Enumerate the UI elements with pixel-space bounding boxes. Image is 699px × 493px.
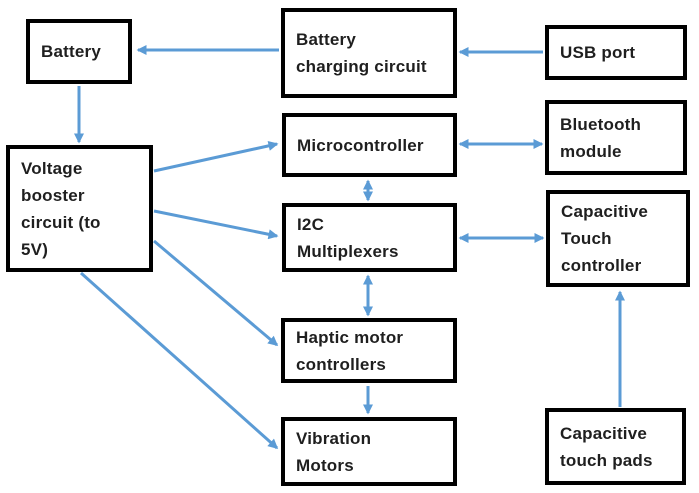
node-bluetooth-module: Bluetooth module: [545, 100, 687, 175]
node-haptic-motor-controllers: Haptic motor controllers: [281, 318, 457, 383]
node-battery-charging-circuit-label: Battery charging circuit: [296, 30, 427, 76]
arrow-booster-to-i2c: [153, 209, 279, 240]
node-capacitive-touch-controller: Capacitive Touch controller: [546, 190, 690, 287]
node-capacitive-touch-pads: Capacitive touch pads: [545, 408, 686, 485]
node-usb-port-label: USB port: [560, 43, 636, 62]
node-capacitive-touch-controller-label: Capacitive Touch controller: [561, 202, 649, 275]
node-vibration-motors-label: Vibration Motors: [296, 428, 372, 475]
node-voltage-booster-label: Voltage booster circuit (to 5V): [21, 158, 101, 259]
node-bluetooth-module-label: Bluetooth module: [560, 114, 642, 161]
node-i2c-multiplexers: I2C Multiplexers: [282, 203, 457, 272]
node-haptic-motor-controllers-label: Haptic motor controllers: [296, 327, 404, 374]
node-battery-charging-circuit: Battery charging circuit: [281, 8, 457, 98]
node-microcontroller: Microcontroller: [282, 113, 457, 177]
arrow-booster-to-microcontroller: [153, 140, 279, 173]
node-microcontroller-label: Microcontroller: [297, 135, 424, 155]
node-usb-port: USB port: [545, 25, 687, 80]
node-voltage-booster: Voltage booster circuit (to 5V): [6, 145, 153, 272]
node-vibration-motors: Vibration Motors: [281, 417, 457, 486]
node-i2c-multiplexers-label: I2C Multiplexers: [297, 214, 399, 261]
node-battery: Battery: [26, 19, 132, 84]
node-battery-label: Battery: [41, 42, 101, 61]
node-capacitive-touch-pads-label: Capacitive touch pads: [560, 423, 653, 470]
arrow-booster-to-vibration: [80, 271, 279, 450]
arrow-booster-to-haptic: [153, 239, 279, 347]
